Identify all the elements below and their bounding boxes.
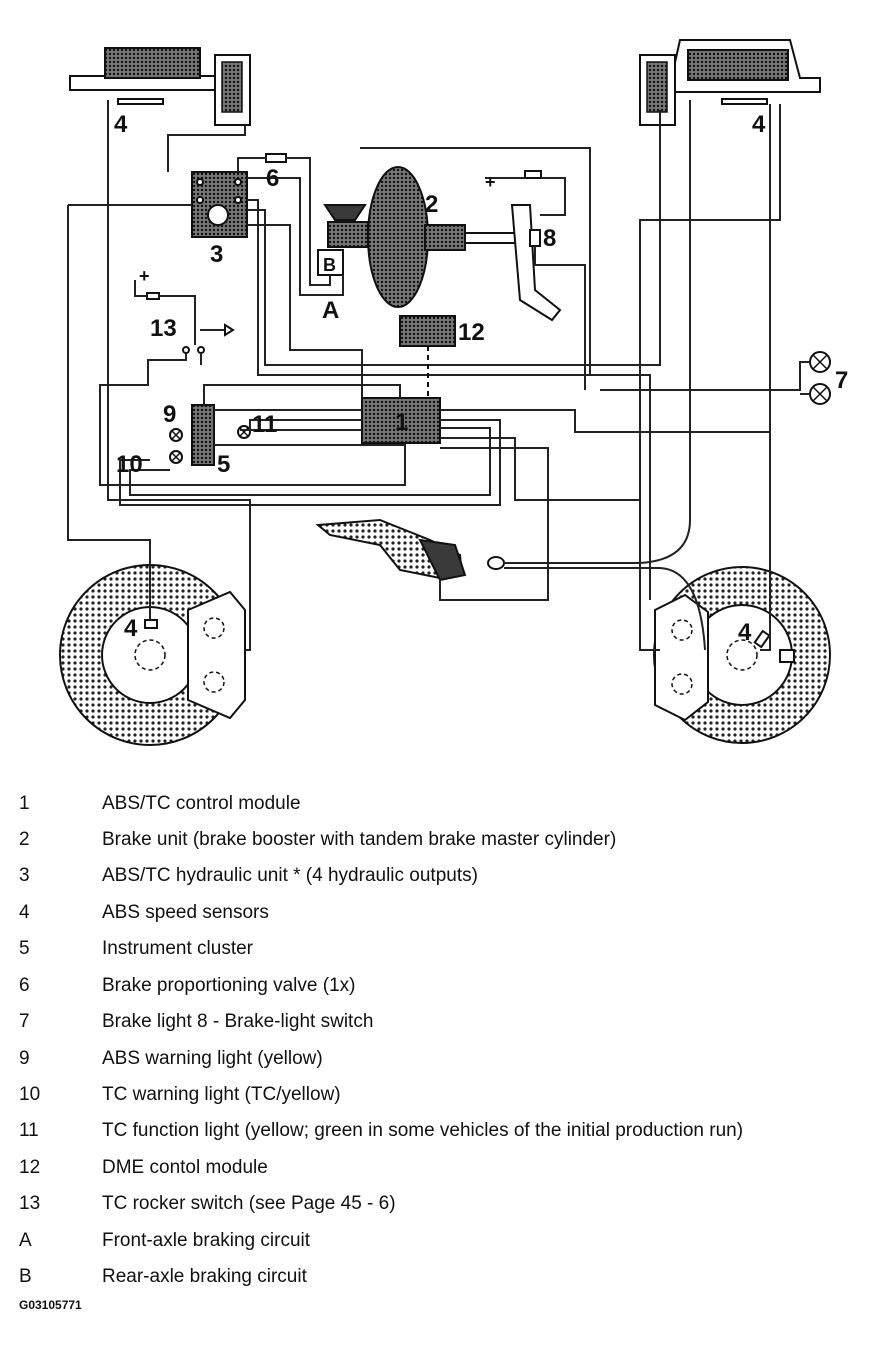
callout-13: 13 <box>150 315 177 342</box>
abs-warning-light <box>169 428 183 442</box>
callout-B: B <box>323 255 336 275</box>
callout-9: 9 <box>163 401 176 428</box>
legend-text: ABS speed sensors <box>102 902 269 923</box>
legend-row: 2 Brake unit (brake booster with tandem … <box>0 822 870 858</box>
brake-proportioning-valve <box>265 153 287 163</box>
legend-text: ABS/TC control module <box>102 793 301 814</box>
callout-4-left-wheel: 4 <box>124 615 138 642</box>
legend-key: 13 <box>19 1193 41 1214</box>
callout-6: 6 <box>266 165 279 192</box>
front-left-axle-bracket <box>69 47 251 126</box>
legend-key: 2 <box>19 829 30 850</box>
callout-2: 2 <box>425 191 438 218</box>
callout-11: 11 <box>252 411 277 438</box>
legend-row: 12 DME contol module <box>0 1150 870 1186</box>
callout-12: 12 <box>458 319 485 346</box>
legend-row: 4 ABS speed sensors <box>0 895 870 931</box>
legend-key: 11 <box>19 1120 39 1141</box>
legend-key: A <box>19 1230 32 1251</box>
handbrake-lever <box>315 518 505 582</box>
tc-function-light <box>237 425 251 439</box>
abs-tc-system-diagram: 4 4 6 2 3 8 B A 12 13 + + 7 1 9 11 10 5 … <box>59 39 848 746</box>
legend-text: Rear-axle braking circuit <box>102 1266 307 1287</box>
instrument-cluster <box>191 404 215 466</box>
wiring-and-brake-lines <box>67 100 810 651</box>
legend-row: 10 TC warning light (TC/yellow) <box>0 1077 870 1113</box>
legend-row: 9 ABS warning light (yellow) <box>0 1041 870 1077</box>
legend-text: ABS warning light (yellow) <box>102 1048 323 1069</box>
dme-control-module <box>399 315 456 347</box>
abs-tc-hydraulic-unit <box>191 171 248 238</box>
legend-key: 1 <box>19 793 30 814</box>
legend-key: 7 <box>19 1011 30 1032</box>
callout-plus-switch: + <box>139 266 150 286</box>
legend-text: Brake unit (brake booster with tandem br… <box>102 829 617 850</box>
legend-text: TC function light (yellow; green in some… <box>102 1120 744 1141</box>
callout-10: 10 <box>116 451 143 478</box>
legend-row: A Front-axle braking circuit <box>0 1223 870 1259</box>
legend-key: 6 <box>19 975 30 996</box>
legend-key: 9 <box>19 1048 30 1069</box>
legend-row: 3 ABS/TC hydraulic unit * (4 hydraulic o… <box>0 858 870 894</box>
callout-5: 5 <box>217 451 230 478</box>
legend-row: 5 Instrument cluster <box>0 931 870 967</box>
left-brake-disc <box>59 564 246 746</box>
legend-text: Brake light 8 - Brake-light switch <box>102 1011 374 1032</box>
brake-pedal <box>510 170 562 322</box>
legend-row: 11 TC function light (yellow; green in s… <box>0 1113 870 1149</box>
legend-row: 1 ABS/TC control module <box>0 786 870 822</box>
callout-1: 1 <box>395 409 408 436</box>
legend-text: DME contol module <box>102 1157 268 1178</box>
callout-8: 8 <box>543 225 556 252</box>
legend-key: 3 <box>19 865 30 886</box>
front-right-axle-bracket <box>639 39 821 126</box>
callout-plus-pedal: + <box>485 172 496 192</box>
legend-row: 13 TC rocker switch (see Page 45 - 6) <box>0 1186 870 1222</box>
callout-4-right-wheel: 4 <box>738 619 752 646</box>
legend-text: Brake proportioning valve (1x) <box>102 975 356 996</box>
legend-key: 5 <box>19 938 30 959</box>
legend-row: 6 Brake proportioning valve (1x) <box>0 968 870 1004</box>
right-brake-disc <box>653 566 831 744</box>
tc-warning-light <box>169 450 183 464</box>
brake-booster <box>317 166 521 308</box>
legend-text: TC rocker switch (see Page 45 - 6) <box>102 1193 396 1214</box>
legend-key: 10 <box>19 1084 41 1105</box>
legend-text: Instrument cluster <box>102 938 253 959</box>
callout-3: 3 <box>210 241 223 268</box>
callout-4-front-left: 4 <box>114 111 128 138</box>
callout-A: A <box>322 297 339 324</box>
legend-row: B Rear-axle braking circuit <box>0 1259 870 1295</box>
callout-7: 7 <box>835 367 848 394</box>
legend-text: Front-axle braking circuit <box>102 1230 311 1251</box>
figure-id: G03105771 <box>19 1298 82 1312</box>
brake-lights <box>809 351 831 405</box>
legend-text: ABS/TC hydraulic unit * (4 hydraulic out… <box>102 865 478 886</box>
legend-key: B <box>19 1266 32 1287</box>
callout-4-front-right: 4 <box>752 111 766 138</box>
legend-key: 12 <box>19 1157 41 1178</box>
legend-key: 4 <box>19 902 30 923</box>
legend-row: 7 Brake light 8 - Brake-light switch <box>0 1004 870 1040</box>
legend-text: TC warning light (TC/yellow) <box>102 1084 341 1105</box>
